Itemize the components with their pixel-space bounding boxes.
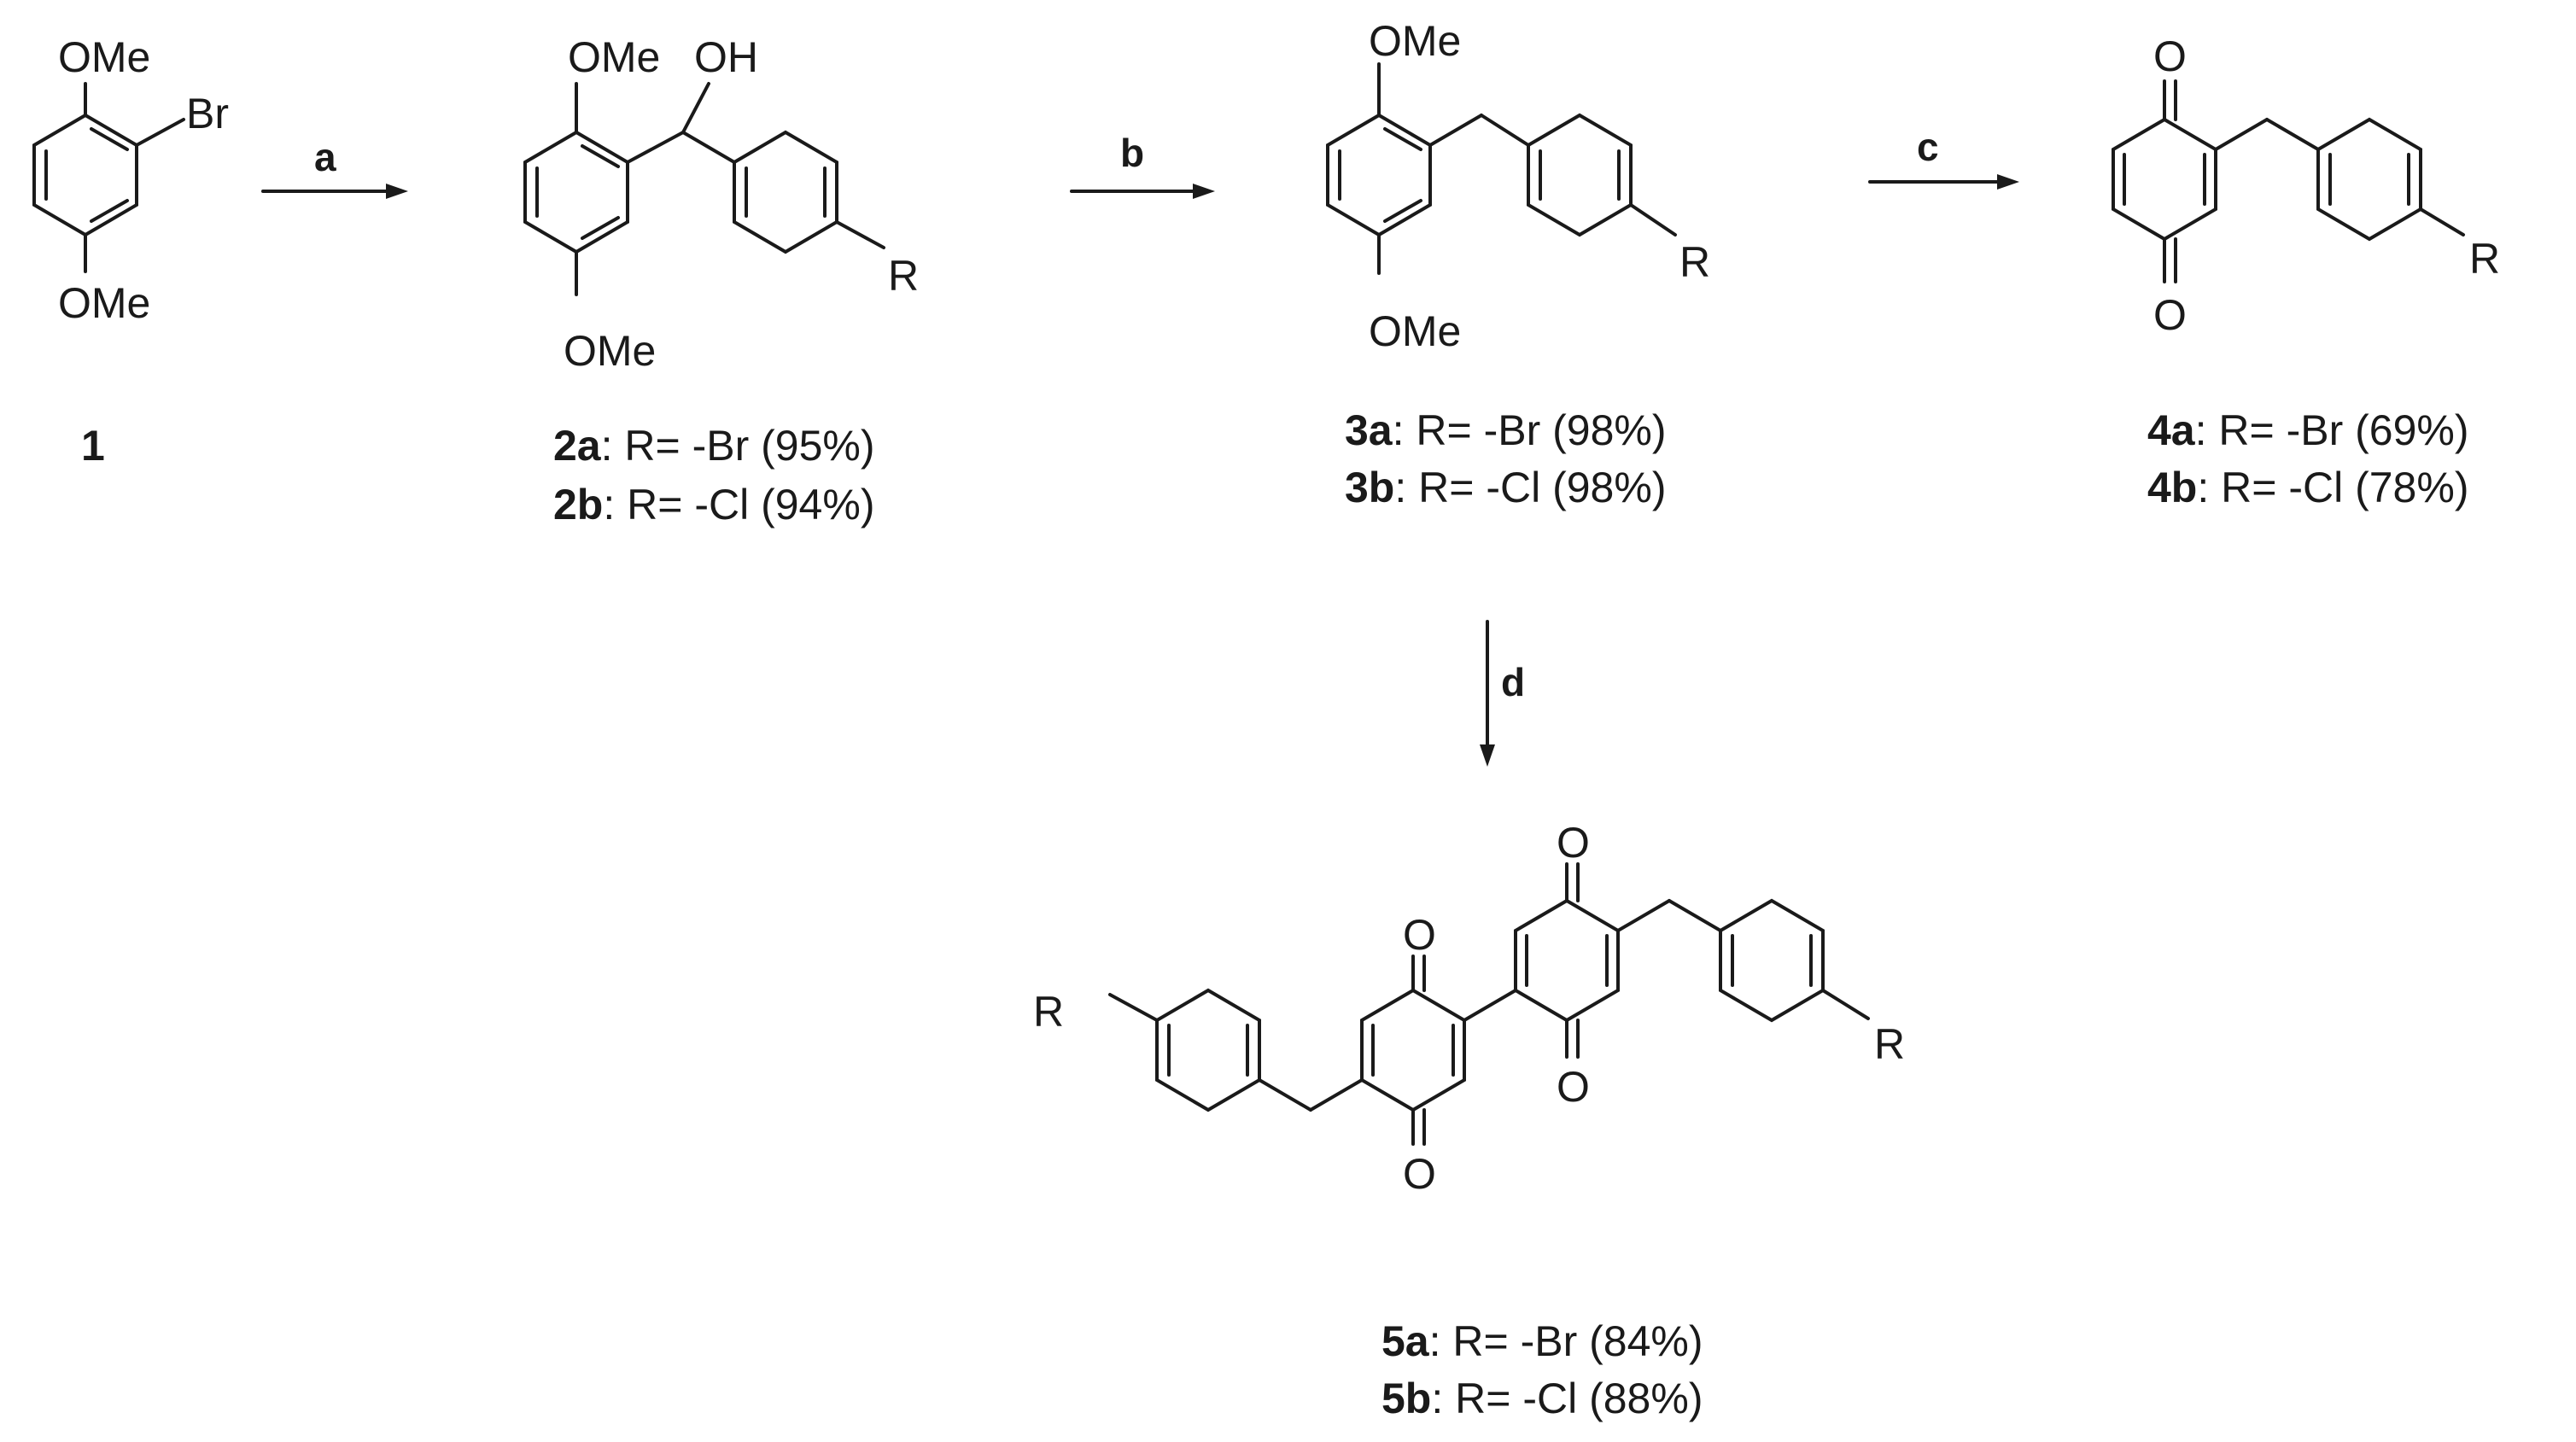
compound-2-substituent-ome-top: OMe [568,33,660,81]
compound-4-substituent-o-bottom: O [2153,291,2187,339]
compound-5-substituent-o-left-bottom: O [1403,1150,1436,1198]
compound-4-substituent-o-top: O [2153,32,2187,80]
compound-1-substituent-ome-top: OMe [58,33,150,81]
compound-1-label: 1 [81,422,105,470]
compound-5-substituent-o-right-bottom: O [1557,1063,1590,1111]
reaction-arrow-a: a [261,135,408,199]
compound-2-substituent-ome-bottom: OMe [564,327,656,375]
compound-3-substituent-ome-top: OMe [1369,17,1461,65]
compound-4: O O R 4a: R= -Br (69%) 4b: R= -Cl (78%) [2112,32,2500,511]
reaction-arrow-b: b [1070,131,1215,199]
compound-5-substituent-o-right-top: O [1557,819,1590,867]
compound-5a-caption: 5a: R= -Br (84%) [1381,1317,1703,1365]
compound-4-substituent-r: R [2469,235,2500,283]
compound-3b-caption: 3b: R= -Cl (98%) [1345,464,1666,511]
compound-5-substituent-r-left: R [1033,988,1064,1036]
compound-4b-caption: 4b: R= -Cl (78%) [2147,464,2468,511]
compound-3a-caption: 3a: R= -Br (98%) [1345,406,1667,454]
compound-2-substituent-r: R [888,252,919,300]
reaction-arrow-d: d [1480,620,1525,767]
compound-2: OMe OH OMe R 2a: R= -Br (95%) 2b: R= -Cl… [523,33,919,528]
compound-2a-caption: 2a: R= -Br (95%) [553,422,875,470]
step-label-d: d [1501,660,1525,704]
compound-1-substituent-ome-bottom: OMe [58,279,150,327]
compound-5: O O O O R R 5a: R= -Br (84%) 5b: R= -Cl … [1033,819,1905,1422]
step-label-b: b [1120,131,1144,175]
reaction-arrow-c: c [1868,125,2019,190]
compound-5b-caption: 5b: R= -Cl (88%) [1381,1375,1703,1422]
compound-3-substituent-r: R [1679,238,1710,286]
step-label-c: c [1917,125,1939,169]
compound-1-substituent-br: Br [186,90,229,137]
step-label-a: a [314,135,336,179]
compound-2-substituent-oh: OH [694,33,758,81]
compound-4a-caption: 4a: R= -Br (69%) [2147,406,2469,454]
compound-5-substituent-o-left-top: O [1403,911,1436,959]
compound-1: OMe Br OMe 1 [32,33,229,470]
compound-3: OMe OMe R 3a: R= -Br (98%) 3b: R= -Cl (9… [1326,17,1710,511]
compound-5-substituent-r-right: R [1874,1020,1905,1068]
compound-2b-caption: 2b: R= -Cl (94%) [553,481,874,528]
compound-3-substituent-ome-bottom: OMe [1369,307,1461,355]
